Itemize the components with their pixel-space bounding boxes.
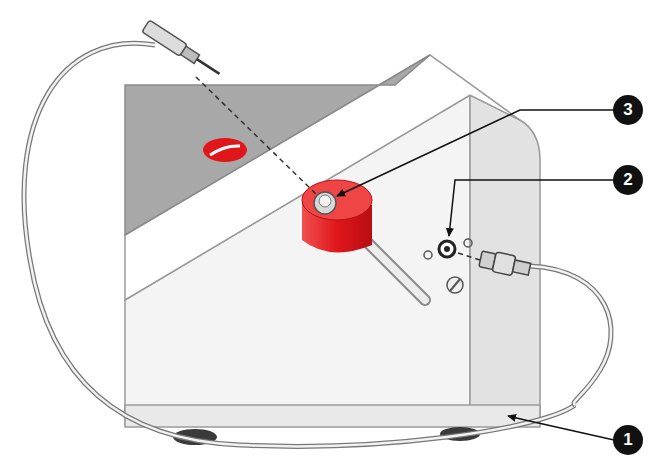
lever — [365, 240, 425, 300]
screw — [464, 239, 472, 247]
fitting-hole — [319, 195, 331, 207]
lever — [365, 240, 425, 300]
port — [439, 241, 455, 257]
side-panel — [470, 95, 540, 425]
insert-line — [196, 77, 318, 196]
leader-line — [508, 416, 614, 440]
port-pin — [444, 246, 450, 252]
leader-line — [337, 110, 614, 196]
callout-circle — [613, 425, 643, 455]
screw-slot — [450, 279, 460, 291]
callout-number: 2 — [614, 166, 642, 194]
leader-line — [449, 180, 614, 236]
base-plinth — [125, 405, 540, 427]
top-panel — [125, 55, 430, 235]
cable — [530, 266, 611, 405]
insert-line — [455, 252, 480, 260]
plug — [142, 20, 223, 80]
callout-number: 3 — [614, 96, 642, 124]
slanted-band — [125, 55, 520, 300]
cable — [530, 266, 611, 405]
bnc-plug — [478, 249, 531, 279]
callout-circle — [613, 165, 643, 195]
logo — [203, 138, 247, 162]
callout-number: 1 — [614, 426, 642, 454]
connector-top — [302, 180, 372, 220]
cable — [24, 43, 575, 446]
callout-circle — [613, 95, 643, 125]
cable — [24, 43, 575, 446]
slot-screw — [447, 277, 463, 293]
fitting — [314, 192, 336, 214]
screw — [424, 251, 432, 259]
logo-mark — [210, 146, 240, 155]
